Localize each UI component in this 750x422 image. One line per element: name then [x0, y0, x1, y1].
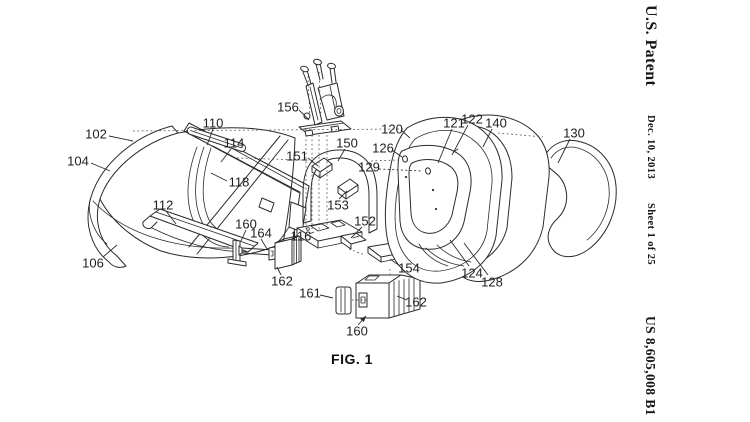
pivot-hinge-assembly: [299, 59, 351, 136]
ref-numeral-162-left: 162: [271, 274, 293, 289]
sheet-number: Sheet 1 of 25: [645, 203, 656, 266]
leader-line-116: [309, 232, 314, 234]
screw-hole: [425, 167, 431, 174]
leader-arrowhead-160-bottom: [360, 316, 366, 323]
ref-numeral-120: 120: [381, 122, 403, 137]
inner-plate: [398, 145, 471, 249]
ref-numeral-130: 130: [563, 126, 585, 141]
ref-numeral-151: 151: [286, 149, 308, 164]
leader-line-154: [390, 259, 400, 266]
leader-line-130: [558, 139, 570, 163]
ref-numeral-118: 118: [229, 175, 250, 190]
bracket-151: [312, 158, 332, 178]
leader-line-129: [379, 169, 423, 171]
ref-numeral-153: 153: [327, 198, 349, 213]
left-bracket: [228, 240, 246, 266]
leader-line-160-left: [241, 230, 246, 241]
ref-numeral-126: 126: [372, 141, 394, 156]
leader-line-114: [221, 149, 231, 162]
leader-line-150: [338, 149, 345, 161]
figure-caption: FIG. 1: [331, 351, 373, 367]
electronics-bar: [297, 220, 366, 249]
leader-line-118: [211, 173, 227, 181]
ref-numeral-102: 102: [85, 127, 107, 142]
publication-number: US 8,605,008 B1: [643, 316, 658, 416]
leader-line-162-right: [397, 296, 407, 300]
ref-numeral-110: 110: [203, 116, 224, 131]
ref-numeral-154: 154: [398, 261, 420, 276]
leader-line-106: [103, 245, 117, 257]
rear-band: [463, 115, 549, 281]
patent-date: Dec. 10, 2013: [645, 115, 656, 180]
patent-header: U.S. Patent: [642, 5, 659, 87]
leader-line-121: [438, 129, 452, 163]
connector-152: [341, 233, 366, 249]
ref-numeral-161: 161: [299, 286, 321, 301]
left-goggle-assembly: [88, 123, 309, 269]
leader-line-156: [299, 110, 309, 120]
rim-foot: [109, 255, 126, 267]
ref-numeral-112: 112: [153, 198, 174, 213]
ref-numeral-160-bottom: 160: [346, 324, 368, 339]
ref-numeral-129: 129: [358, 160, 380, 175]
battery-module-left: [269, 235, 301, 269]
leader-line-161: [320, 295, 333, 298]
leader-line-110: [207, 129, 213, 145]
ref-numeral-124: 124: [461, 266, 483, 281]
leader-line-140: [483, 129, 492, 147]
leader-line-164: [261, 239, 267, 249]
screws: [300, 59, 336, 85]
leader-line-104: [91, 163, 110, 171]
cover-plate: [336, 287, 351, 314]
arc-bracket-parts: [303, 150, 377, 233]
leader-line-122: [452, 125, 468, 155]
leader-line-126: [392, 150, 402, 157]
ref-numeral-152: 152: [354, 214, 376, 229]
ref-numeral-140: 140: [485, 116, 507, 131]
ref-numeral-160-left: 160: [235, 217, 257, 232]
alignment-guides: [133, 72, 543, 300]
leader-line-120: [401, 130, 410, 138]
rim-outer-edge: [88, 126, 172, 262]
leader-line-151: [308, 158, 318, 166]
arc-band-outer: [303, 150, 377, 196]
ref-numeral-106: 106: [82, 256, 104, 271]
ref-numeral-122: 122: [461, 112, 483, 127]
ear-loop: [543, 140, 616, 256]
leader-line-162-left: [277, 267, 281, 275]
rim-inner-edge: [97, 133, 178, 255]
bracket-153: [338, 179, 358, 199]
leader-line-102: [109, 136, 133, 141]
ref-numeral-150: 150: [336, 136, 358, 151]
leader-line-112: [166, 211, 176, 224]
ref-numeral-121: 121: [443, 116, 465, 131]
leader-line-124: [450, 240, 469, 266]
leader-line-128: [464, 243, 488, 275]
screw-hole: [402, 155, 408, 162]
right-goggle-assembly: [385, 115, 616, 283]
ref-numeral-164: 164: [250, 226, 272, 241]
leader-line-153: [339, 191, 347, 199]
ref-numeral-162-right: 162: [405, 295, 427, 310]
ref-numeral-114: 114: [224, 136, 245, 151]
ref-numeral-156: 156: [277, 100, 299, 115]
ref-numeral-116: 116: [291, 229, 312, 244]
ref-numeral-128: 128: [481, 275, 503, 290]
leader-line-152: [351, 227, 362, 238]
ref-numeral-104: 104: [67, 154, 89, 169]
battery-module-right: [356, 275, 420, 318]
